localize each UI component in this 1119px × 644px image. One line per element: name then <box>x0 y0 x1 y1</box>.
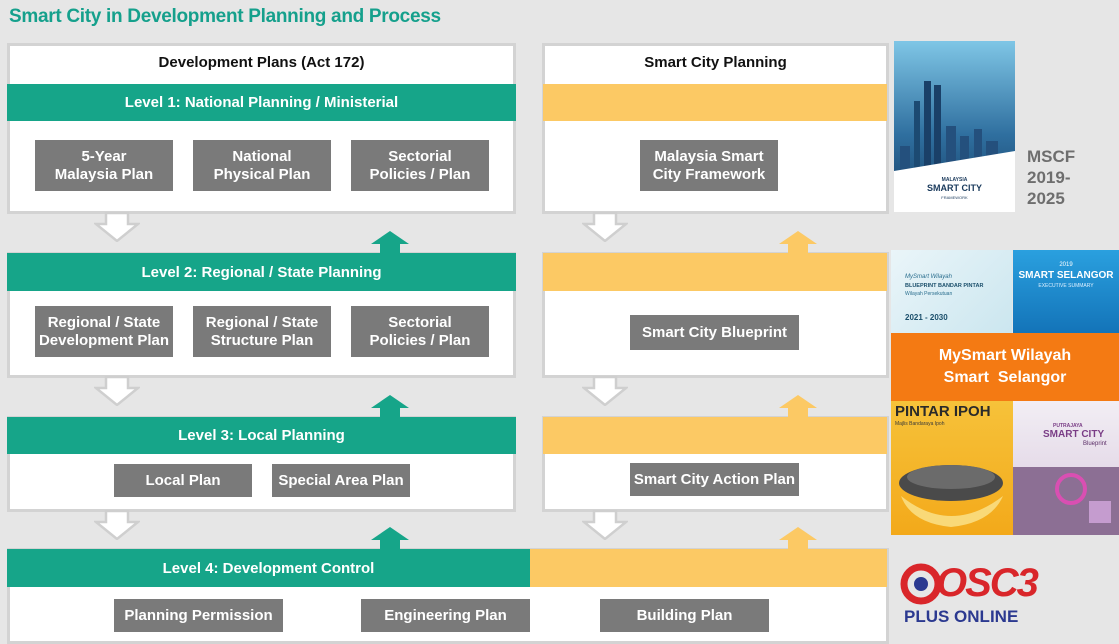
wilayah-cover-image: MySmart Wilayah BLUEPRINT BANDAR PINTAR … <box>891 250 1012 334</box>
cover-text: BLUEPRINT BANDAR PINTAR <box>905 283 984 289</box>
level-2-bar: Level 2: Regional / State Planning <box>7 253 516 291</box>
osc3-logo-text: OSC3 <box>936 561 1039 605</box>
cover-text: Majlis Bandaraya Ipoh <box>895 421 945 427</box>
plan-box-line: Sectorial <box>388 147 452 165</box>
cover-text: Wilayah Persekutuan <box>905 291 953 297</box>
right-column-header: Smart City Planning <box>644 54 787 71</box>
down-arrow-icon <box>582 376 628 406</box>
plan-box-line: Smart City Action Plan <box>633 470 796 488</box>
plan-box-line: Local Plan <box>145 471 221 489</box>
plan-box-line: Structure Plan <box>210 331 314 349</box>
plan-box-line: Sectorial <box>388 313 452 331</box>
up-arrow-icon <box>371 395 409 417</box>
down-arrow-icon <box>582 212 628 242</box>
page-title: Smart City in Development Planning and P… <box>9 6 441 27</box>
smart-plan-box[interactable]: Smart City Blueprint <box>630 315 799 350</box>
mscf-line: 2025 <box>1027 189 1065 208</box>
selangor-cover-image: 2019 SMART SELANGOR EXECUTIVE SUMMARY <box>1013 250 1119 334</box>
plan-box-line: Engineering Plan <box>384 606 507 624</box>
plan-box-line: Regional / State <box>205 313 319 331</box>
mscf-line: 2019- <box>1027 168 1071 187</box>
cover-text: 2019 <box>1059 262 1073 268</box>
up-arrow-icon <box>779 395 817 417</box>
down-arrow-icon <box>94 212 140 242</box>
plan-box[interactable]: Local Plan <box>114 464 252 497</box>
up-arrow-icon <box>779 231 817 253</box>
cover-text: SMART SELANGOR <box>1018 270 1114 281</box>
putrajaya-cover-image: PUTRAJAYA SMART CITY Blueprint <box>1013 401 1119 535</box>
right-gold-bar-3 <box>543 417 887 454</box>
plan-box-line: Malaysia Smart <box>654 147 764 165</box>
ipoh-cover-image: PINTAR IPOH Majlis Bandaraya Ipoh <box>891 401 1013 535</box>
mscf-line: MSCF <box>1027 147 1076 166</box>
plan-box-line: Planning Permission <box>124 606 273 624</box>
mscf-cover-image: MALAYSIA SMART CITY FRAMEWORK <box>894 41 1015 212</box>
cover-text: PUTRAJAYA <box>1053 423 1083 429</box>
level-1-bar: Level 1: National Planning / Ministerial <box>7 84 516 121</box>
mscf-label: MSCF 2019- 2025 <box>1027 146 1075 209</box>
plan-box-line: Regional / State <box>47 313 161 331</box>
cover-text: MALAYSIA <box>941 177 968 183</box>
cover-text: SMART CITY <box>927 183 982 193</box>
plan-box-line: Malaysia Plan <box>54 165 154 183</box>
plan-box-line: Special Area Plan <box>278 471 404 489</box>
plan-box-line: Policies / Plan <box>369 165 471 183</box>
cover-text: 2021 - 2030 <box>905 313 948 322</box>
plan-box-line: City Framework <box>652 165 766 183</box>
down-arrow-icon <box>582 510 628 540</box>
level-3-bar: Level 3: Local Planning <box>7 417 516 454</box>
up-arrow-icon <box>371 231 409 253</box>
up-arrow-icon <box>371 527 409 549</box>
level-4-bar: Level 4: Development Control <box>7 549 530 587</box>
cover-text: PINTAR IPOH <box>895 403 991 420</box>
right-gold-bar-1 <box>543 84 887 121</box>
plan-box-line: Smart City Blueprint <box>641 323 788 341</box>
plan-box[interactable]: Engineering Plan <box>361 599 530 632</box>
smart-plan-box[interactable]: Smart City Action Plan <box>630 463 799 496</box>
orange-label-line: MySmart Wilayah <box>938 347 1072 364</box>
osc3-logo: OSC3 PLUS ONLINE <box>900 561 1039 633</box>
left-column-header: Development Plans (Act 172) <box>158 54 365 71</box>
osc3-subtitle: PLUS ONLINE <box>904 607 1019 626</box>
plan-box-line: 5-Year <box>81 147 127 165</box>
cover-text: SMART CITY <box>1043 429 1105 440</box>
plan-box-line: Development Plan <box>38 331 170 349</box>
plan-box-line: Building Plan <box>636 606 733 624</box>
cover-text: EXECUTIVE SUMMARY <box>1038 283 1094 289</box>
cover-text: MySmart Wilayah <box>905 274 952 280</box>
mysmart-selangor-label: MySmart Wilayah Smart Selangor <box>891 333 1119 401</box>
down-arrow-icon <box>94 376 140 406</box>
plan-box-line: National <box>232 147 292 165</box>
plan-box[interactable]: Planning Permission <box>114 599 283 632</box>
up-arrow-icon <box>779 527 817 549</box>
plan-box[interactable]: Building Plan <box>600 599 769 632</box>
right-gold-bar-2 <box>543 253 887 291</box>
orange-label-line: Smart Selangor <box>943 369 1067 386</box>
down-arrow-icon <box>94 510 140 540</box>
cover-text: Blueprint <box>1083 441 1107 447</box>
level-4-gold-bar <box>530 549 887 587</box>
plan-box[interactable]: Special Area Plan <box>272 464 410 497</box>
plan-box-line: Policies / Plan <box>369 331 471 349</box>
cover-text: FRAMEWORK <box>941 195 968 200</box>
plan-box-line: Physical Plan <box>213 165 311 183</box>
